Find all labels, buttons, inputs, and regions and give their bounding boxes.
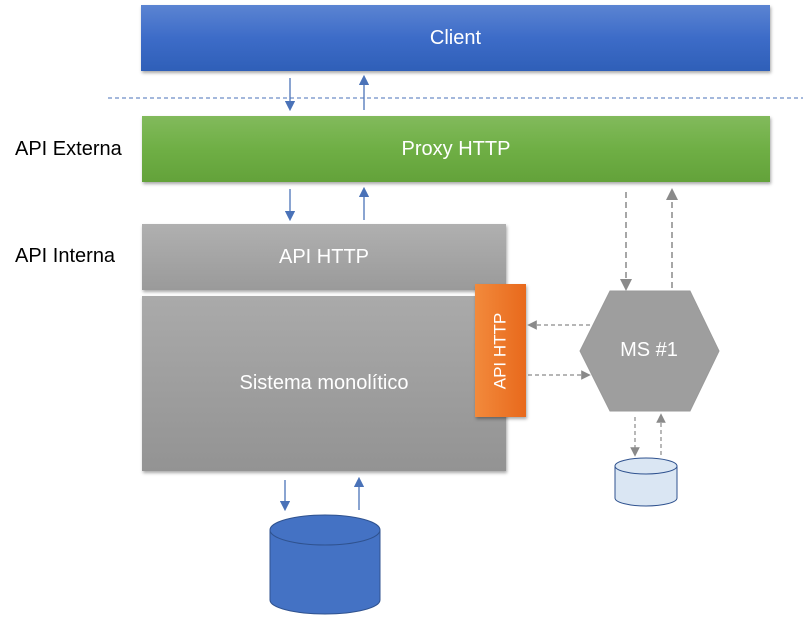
microservice-label: MS #1 bbox=[620, 339, 678, 361]
monolith-box: Sistema monolítico bbox=[142, 296, 506, 471]
layer-label-external: API Externa bbox=[15, 138, 122, 160]
monolith-label: Sistema monolítico bbox=[239, 372, 409, 394]
api-http-label: API HTTP bbox=[278, 245, 369, 268]
microservice-hexagon bbox=[579, 290, 720, 412]
api-http-box: API HTTP bbox=[142, 224, 506, 290]
proxy-label: Proxy HTTP bbox=[401, 137, 511, 160]
monolith-api-label: API HTTP bbox=[490, 312, 510, 389]
client-box: Client bbox=[141, 5, 770, 71]
proxy-http-box: Proxy HTTP bbox=[142, 116, 770, 182]
main-database-icon bbox=[269, 514, 381, 615]
ms-database-icon bbox=[614, 457, 678, 507]
monolith-api-box: API HTTP bbox=[475, 284, 526, 417]
layer-label-internal: API Interna bbox=[15, 245, 116, 267]
client-label: Client bbox=[429, 26, 482, 49]
